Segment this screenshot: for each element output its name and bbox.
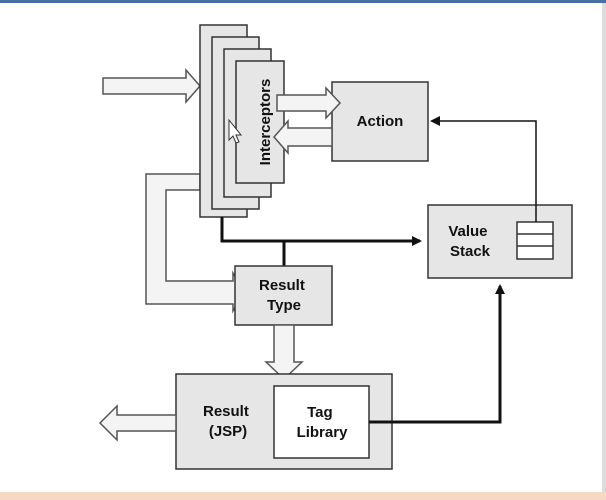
result-type-label: Result Type (259, 277, 309, 314)
request-in-arrow (102, 68, 201, 104)
window-bottom-bar (0, 492, 606, 500)
window-top-border (0, 0, 606, 3)
stack-icon (516, 221, 554, 260)
tag-library-box[interactable] (273, 385, 370, 459)
result-type-to-result-arrow (264, 324, 304, 381)
action-to-interceptors-arrow (273, 119, 333, 155)
action-label: Action (357, 113, 404, 130)
action-box[interactable] (331, 81, 429, 162)
tag-library-label: Tag Library (297, 404, 349, 441)
result-jsp-label: Result (JSP) (203, 403, 253, 440)
response-out-arrow (98, 404, 177, 442)
mouse-cursor-icon (228, 118, 243, 144)
tag-library-to-value-stack-line (369, 284, 505, 424)
interceptors-to-action-arrow (276, 86, 342, 120)
value-stack-label: Value Stack (448, 223, 491, 260)
scrollbar-track[interactable] (602, 3, 606, 492)
value-stack-to-action-line (430, 116, 537, 222)
result-type-box[interactable] (234, 265, 333, 326)
interceptors-to-value-stack-line (220, 217, 422, 246)
interceptors-label: Interceptors (257, 79, 274, 166)
